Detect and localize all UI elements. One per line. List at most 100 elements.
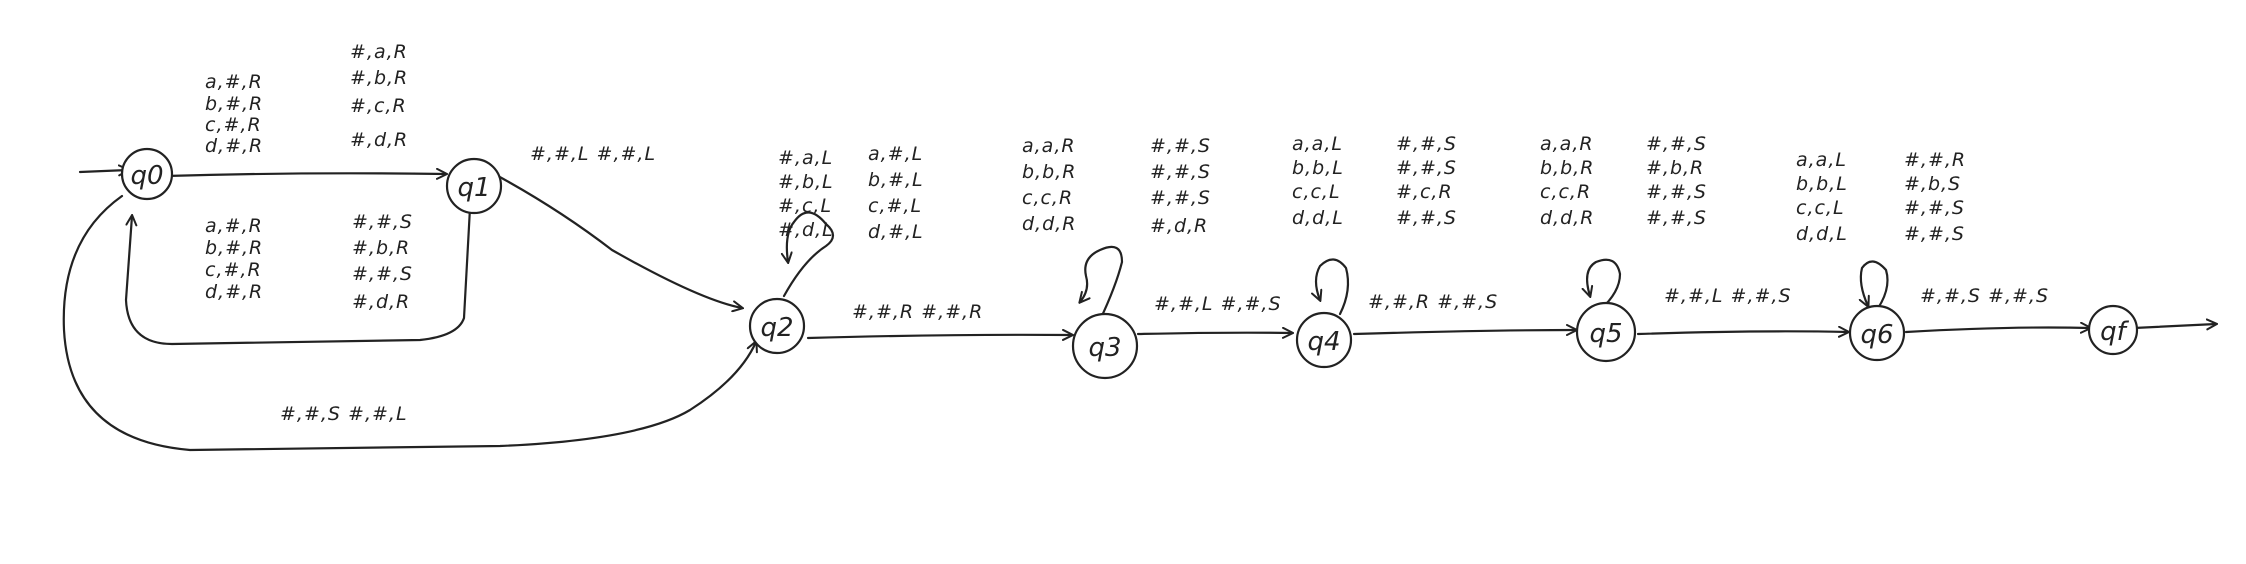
- state-label-qf: qf: [2100, 317, 2130, 347]
- loop-q5: [1587, 258, 1622, 312]
- label-q0-q2-bottom: #,#,S #,#,L: [280, 403, 408, 425]
- label-q4-q5: #,#,R #,#,S: [1368, 291, 1498, 313]
- transition-label: a,a,L: [1796, 149, 1847, 171]
- transition-label: a,#,L: [868, 143, 923, 165]
- state-label-q4: q4: [1307, 327, 1340, 357]
- transition-label: #,#,S: [1150, 135, 1211, 157]
- edge-q2-q3: [806, 335, 1072, 338]
- transition-label: #,#,S: [352, 263, 413, 285]
- transition-label: c,#,R: [205, 259, 262, 281]
- transition-label: d,#,R: [205, 281, 263, 303]
- start-arrow: [78, 170, 128, 172]
- label-q6-qf: #,#,S #,#,S: [1920, 285, 2049, 307]
- transition-label: a,#,R: [205, 215, 263, 237]
- transition-label: #,#,S: [1904, 223, 1965, 245]
- edge-q3-q4: [1136, 333, 1292, 334]
- transition-label: b,b,R: [1022, 161, 1076, 183]
- state-q6: q6: [1848, 304, 1906, 362]
- edge-q1-q2: [496, 174, 742, 308]
- transition-label: #,b,R: [1646, 157, 1704, 179]
- label-q3-loop: a,a,R b,b,R c,c,R d,d,R #,#,S #,#,S #,#,…: [1022, 135, 1211, 237]
- transition-label: #,d,L: [778, 219, 834, 241]
- transition-label: a,a,R: [1540, 133, 1594, 155]
- state-qf: qf: [2087, 304, 2139, 356]
- label-q3-q4: #,#,L #,#,S: [1154, 293, 1282, 315]
- state-label-q6: q6: [1860, 320, 1893, 350]
- transition-label: #,b,R: [350, 67, 408, 89]
- transition-label: #,a,R: [350, 41, 408, 63]
- transition-label: #,b,L: [778, 171, 834, 193]
- transition-label: b,#,R: [205, 237, 263, 259]
- transition-label: #,#,S: [1396, 157, 1457, 179]
- transition-label: c,c,L: [1796, 197, 1845, 219]
- transition-label: b,#,L: [868, 169, 924, 191]
- transition-label: b,b,L: [1796, 173, 1848, 195]
- edge-q1-q0-back: [124, 206, 472, 346]
- transition-label: d,d,L: [1292, 207, 1344, 229]
- transition-label: #,#,S: [1646, 133, 1707, 155]
- transition-label: b,#,R: [205, 93, 263, 115]
- transition-label: #,d,R: [1150, 215, 1208, 237]
- transition-label: #,d,R: [350, 129, 408, 151]
- state-q0: q0: [120, 147, 174, 201]
- transition-label: #,#,S: [1904, 197, 1965, 219]
- label-q0-q1-top: a,#,R b,#,R c,#,R d,#,R #,a,R #,b,R #,c,…: [205, 41, 408, 157]
- transition-label: #,c,R: [350, 95, 407, 117]
- transition-label: d,d,L: [1796, 223, 1848, 245]
- transition-label: a,a,L: [1292, 133, 1343, 155]
- label-q1-q0-back: a,#,R b,#,R c,#,R d,#,R #,#,S #,b,R #,#,…: [205, 211, 413, 313]
- label-q6-loop: a,a,L b,b,L c,c,L d,d,L #,#,R #,b,S #,#,…: [1796, 149, 1966, 245]
- transition-label: #,#,R: [1904, 149, 1966, 171]
- loop-q4: [1316, 258, 1350, 316]
- transition-label: #,#,S: [1396, 207, 1457, 229]
- loop-q2: [784, 211, 835, 298]
- transition-label: #,#,S: [1646, 181, 1707, 203]
- state-label-q1: q1: [457, 173, 490, 203]
- edge-q0-q2-bottom: [62, 194, 756, 452]
- transition-label: a,#,R: [205, 71, 263, 93]
- label-q2-loop: #,a,L #,b,L #,c,L #,d,L a,#,L b,#,L c,#,…: [778, 143, 924, 243]
- loop-q3: [1080, 245, 1124, 322]
- label-q2-q3: #,#,R #,#,R: [852, 301, 983, 323]
- state-label-q2: q2: [760, 313, 793, 343]
- state-q5: q5: [1575, 301, 1637, 363]
- label-q1-q2: #,#,L #,#,L: [530, 143, 656, 165]
- label-q4-loop: a,a,L b,b,L c,c,L d,d,L #,#,S #,#,S #,c,…: [1292, 133, 1457, 229]
- state-q4: q4: [1295, 311, 1353, 369]
- label-q5-loop: a,a,R b,b,R c,c,R d,d,R #,#,S #,b,R #,#,…: [1540, 133, 1707, 229]
- state-label-q5: q5: [1589, 319, 1622, 349]
- transition-label: #,#,S: [352, 211, 413, 233]
- state-q2: q2: [748, 297, 806, 355]
- transition-label: b,b,R: [1540, 157, 1594, 179]
- state-q1: q1: [445, 157, 503, 215]
- transition-label: #,c,R: [1396, 181, 1453, 203]
- transition-label: #,#,S: [1150, 161, 1211, 183]
- edge-q5-q6: [1636, 331, 1848, 334]
- label-q5-q6: #,#,L #,#,S: [1664, 285, 1792, 307]
- transition-label: d,#,L: [868, 221, 924, 243]
- accept-arrow: [2132, 324, 2216, 328]
- loop-q6: [1861, 260, 1889, 316]
- state-label-q3: q3: [1088, 333, 1121, 363]
- edge-q6-qf: [1904, 328, 2090, 333]
- transition-label: c,c,L: [1292, 181, 1341, 203]
- transition-label: #,c,L: [778, 195, 832, 217]
- transition-label: d,d,R: [1022, 213, 1076, 235]
- edge-q4-q5: [1352, 330, 1576, 334]
- transition-label: d,#,R: [205, 135, 263, 157]
- transition-label: #,b,R: [352, 237, 410, 259]
- transition-label: c,c,R: [1022, 187, 1073, 209]
- transition-label: #,a,L: [778, 147, 833, 169]
- edge-q0-q1-top: [164, 173, 446, 176]
- transition-label: #,#,S: [1646, 207, 1707, 229]
- transition-label: #,#,S: [1150, 187, 1211, 209]
- state-q3: q3: [1071, 312, 1139, 380]
- transition-label: #,b,S: [1904, 173, 1961, 195]
- transition-label: c,#,L: [868, 195, 922, 217]
- state-label-q0: q0: [130, 161, 163, 191]
- transition-label: #,#,S: [1396, 133, 1457, 155]
- transition-label: b,b,L: [1292, 157, 1344, 179]
- transition-label: d,d,R: [1540, 207, 1594, 229]
- transition-label: c,#,R: [205, 114, 262, 136]
